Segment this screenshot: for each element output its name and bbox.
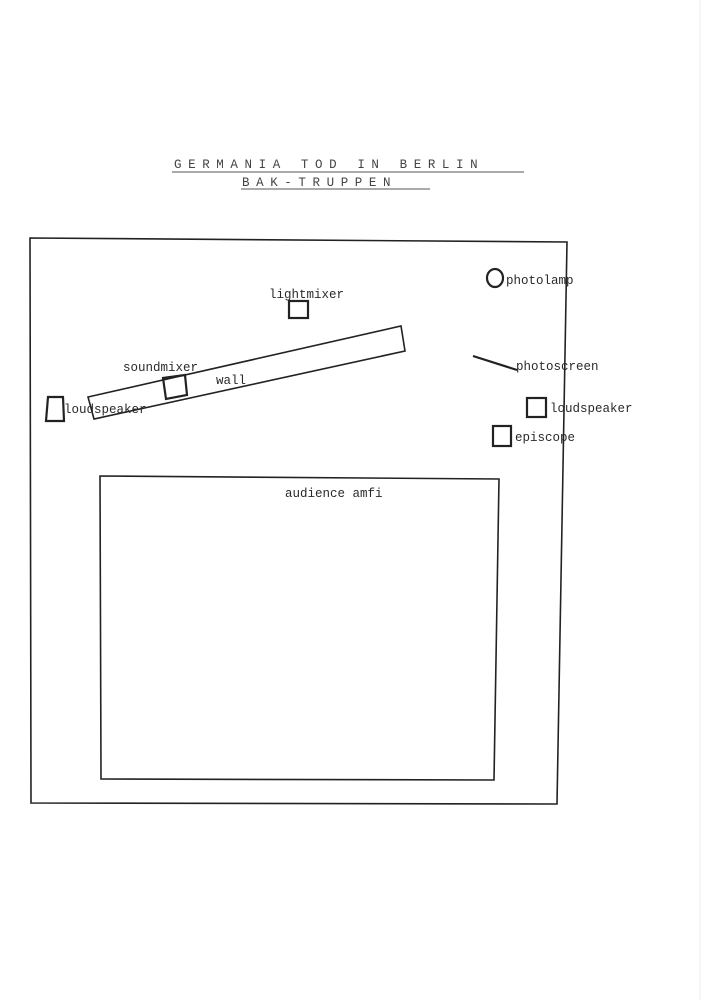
soundmixer-label: soundmixer xyxy=(123,361,198,375)
title-line-2: BAK-TRUPPEN xyxy=(242,176,397,190)
loudspeaker-left-box xyxy=(44,395,66,423)
photoscreen-label: photoscreen xyxy=(516,360,599,374)
photolamp-circle xyxy=(485,267,505,289)
episcope-box xyxy=(491,424,513,448)
loudspeaker-right-box xyxy=(525,396,548,419)
loudspeaker-right-label: loudspeaker xyxy=(550,402,633,416)
lightmixer-box xyxy=(287,299,310,320)
title-line-1: GERMANIA TOD IN BERLIN xyxy=(174,158,484,172)
photolamp-label: photolamp xyxy=(506,274,574,288)
wall-label: wall xyxy=(216,374,246,388)
wall xyxy=(87,325,406,420)
photoscreen-line xyxy=(472,354,518,372)
soundmixer-box xyxy=(161,373,189,401)
lightmixer-label: lightmixer xyxy=(269,288,344,302)
audience-area xyxy=(99,475,500,781)
loudspeaker-left-label: loudspeaker xyxy=(64,403,147,417)
episcope-label: episcope xyxy=(515,431,575,445)
venue-outline xyxy=(29,237,568,805)
audience-label: audience amfi xyxy=(285,487,383,501)
